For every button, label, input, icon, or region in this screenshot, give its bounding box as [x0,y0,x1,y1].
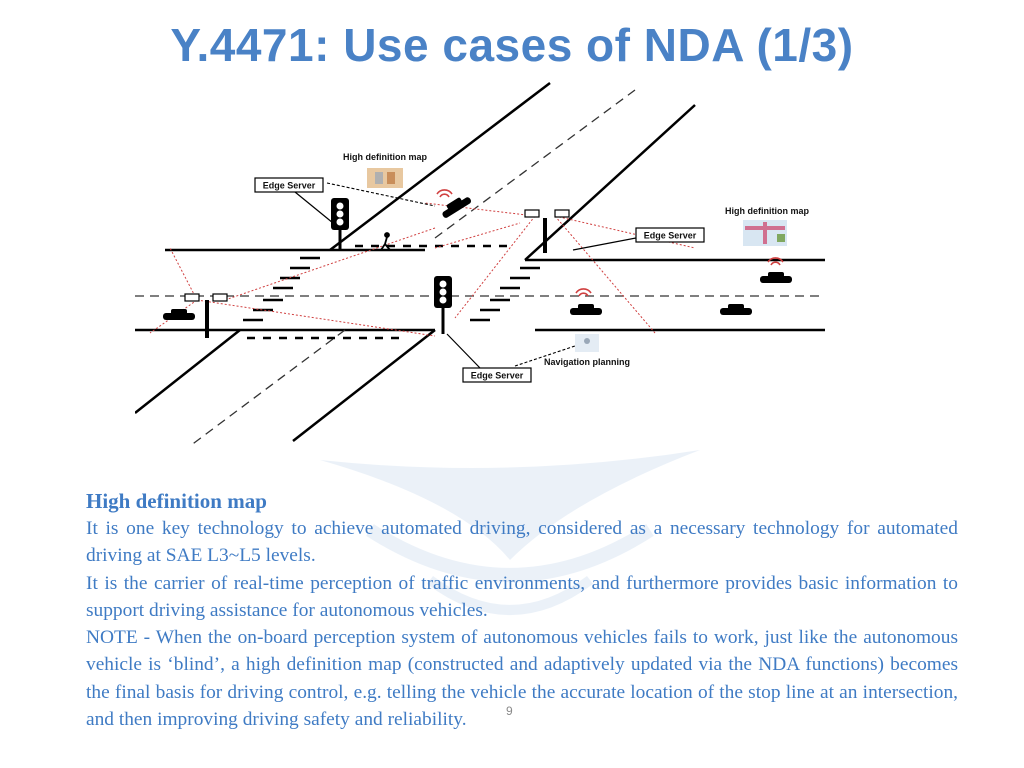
car-diagonal [442,197,472,218]
navigation-map-thumbnail [575,334,599,352]
edge-server-right: Edge Server [635,227,705,243]
wifi-signal-icon [436,189,784,297]
car-center [570,304,602,315]
svg-text:Edge Server: Edge Server [644,231,697,241]
hd-map-description: High definition map It is one key techno… [86,487,958,733]
hd-map-label-right: High definition map [725,206,809,216]
diagonal-road [135,82,696,442]
traffic-light-top-left [331,198,349,250]
navigation-planning-label: Navigation planning [544,357,630,367]
paragraph-note: NOTE - When the on-board perception syst… [86,627,958,731]
map-link-top [326,182,436,207]
crosswalk-left [243,256,320,322]
sensing-coverage-lines [149,202,696,337]
slide-title: Y.4471: Use cases of NDA (1/3) [170,19,854,71]
intersection-diagram: Edge Server Edge Server Edge Server High… [135,82,825,446]
pedestrian-icon [380,232,391,251]
server-link-bottom [446,333,481,369]
car-left [163,309,195,320]
horizontal-road [135,248,825,332]
server-link-right [572,237,637,251]
paragraph-2: It is the carrier of real-time perceptio… [86,572,958,621]
svg-text:Edge Server: Edge Server [263,181,316,191]
diagonal-centerline-top [434,89,636,239]
page-number: 9 [506,704,513,718]
camera-icon [184,209,570,302]
paragraph-1: It is one key technology to achieve auto… [86,518,958,567]
svg-text:Edge Server: Edge Server [471,371,524,381]
edge-server-left: Edge Server [254,177,324,193]
server-link-left [294,191,334,224]
watermark-logo [320,450,700,615]
navigation-link [514,345,576,367]
section-heading: High definition map [86,489,267,513]
hd-map-thumbnail-top [367,168,403,188]
traffic-light-center [434,276,452,334]
car-far-right [760,272,792,283]
hd-map-thumbnail-right [743,220,787,246]
crosswalk-right [470,266,540,322]
hd-map-label-top: High definition map [343,152,427,162]
car-right [720,304,752,315]
edge-server-bottom: Edge Server [462,367,532,383]
diagonal-centerline-bottom [189,329,346,446]
